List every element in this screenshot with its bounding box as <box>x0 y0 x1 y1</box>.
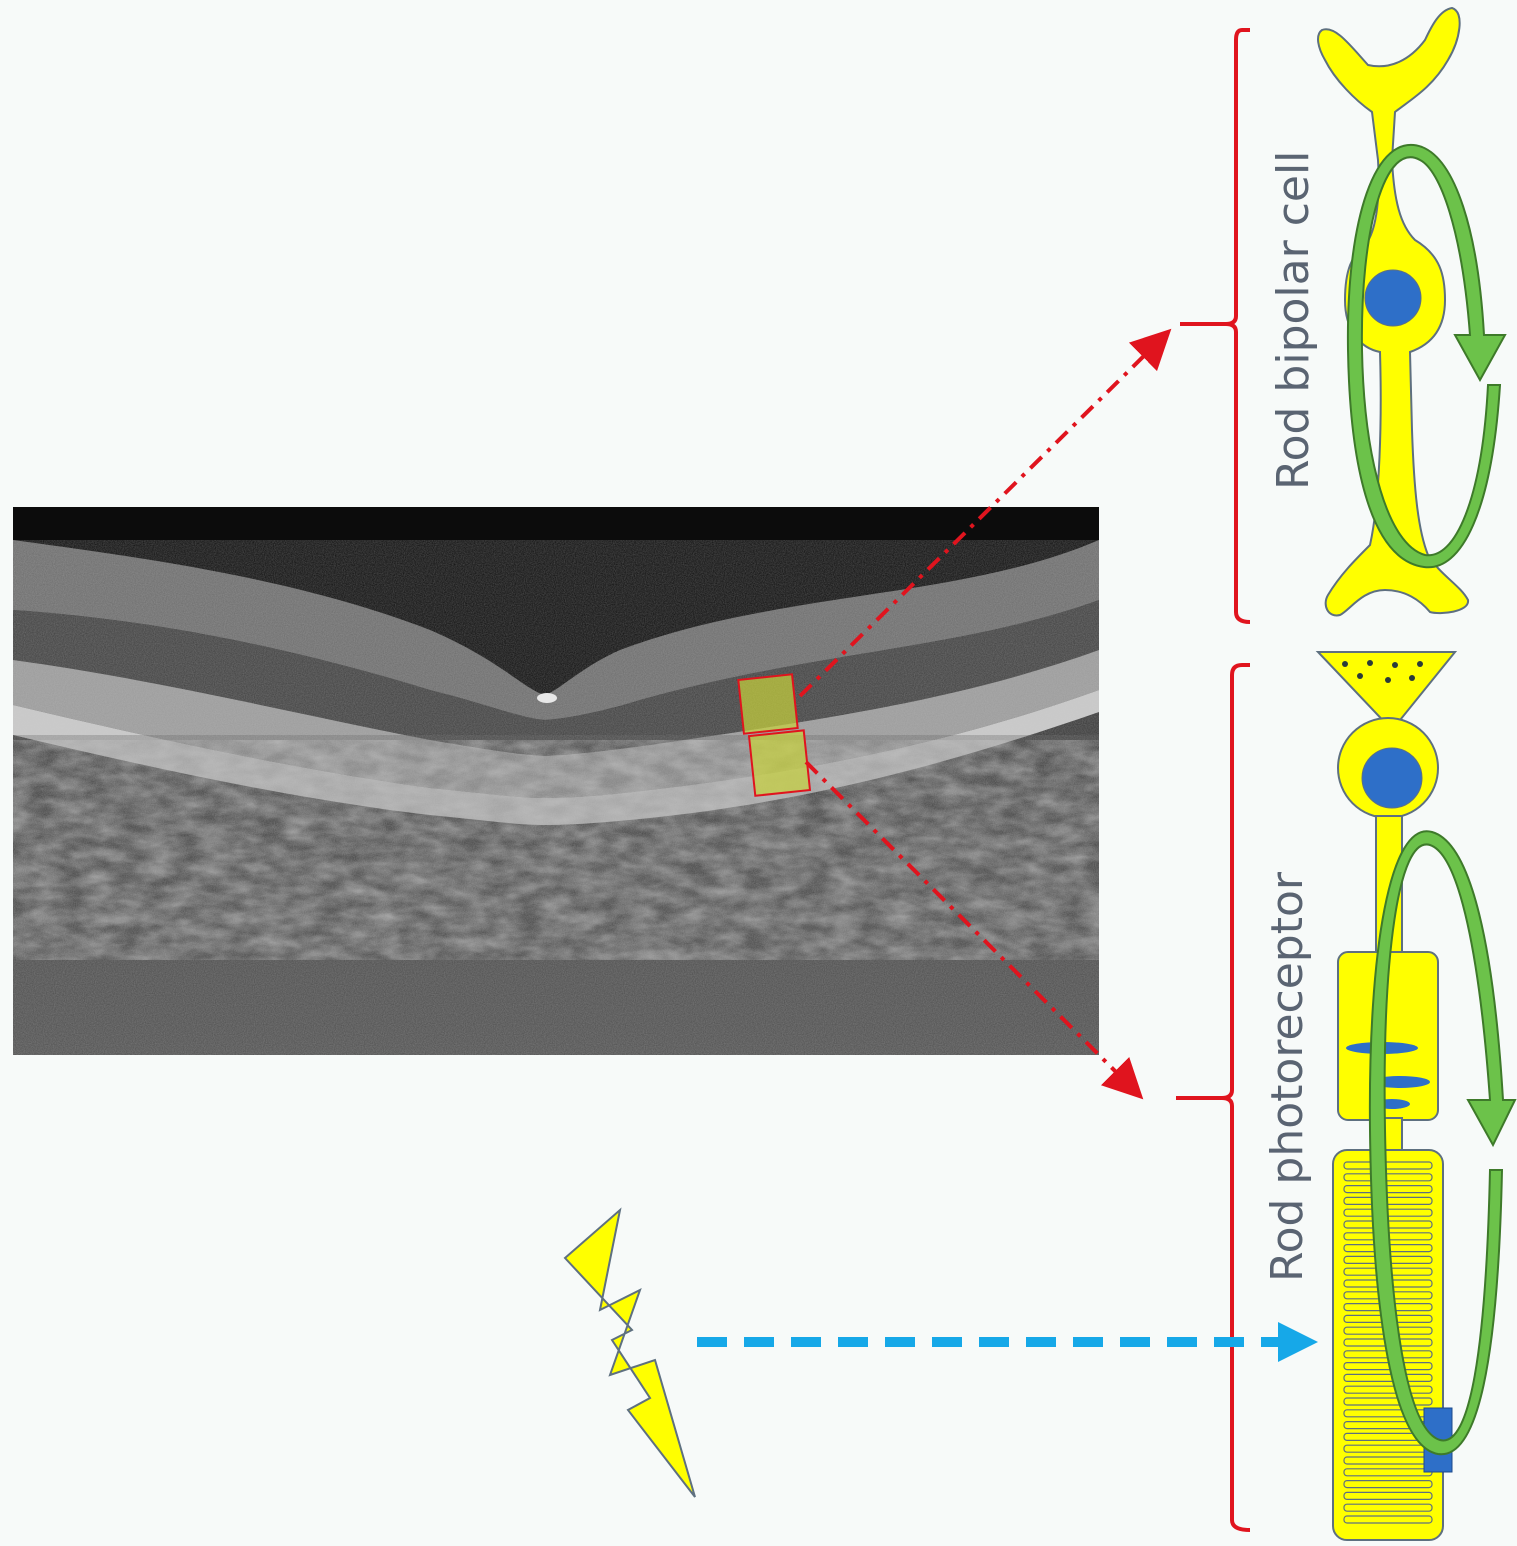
photoreceptor-nucleus <box>1362 748 1422 808</box>
lightning-bolt-icon <box>565 1210 695 1497</box>
outer-retina-highlight-box <box>749 730 810 795</box>
bipolar-nucleus <box>1365 270 1421 326</box>
bipolar-cycle-arrow <box>1348 145 1505 567</box>
inner-retina-highlight-box <box>738 674 797 733</box>
bipolar-bracket <box>1180 30 1250 622</box>
cell-brackets <box>1176 30 1250 1530</box>
photoreceptor-bracket <box>1176 665 1250 1530</box>
rod-photoreceptor <box>1318 652 1455 1540</box>
oct-scan-image <box>13 507 1099 1055</box>
photoreceptor-label: Rod photoreceptor <box>1262 871 1313 1282</box>
light-arrow <box>697 1322 1318 1362</box>
bipolar-cell-label: Rod bipolar cell <box>1268 151 1319 490</box>
